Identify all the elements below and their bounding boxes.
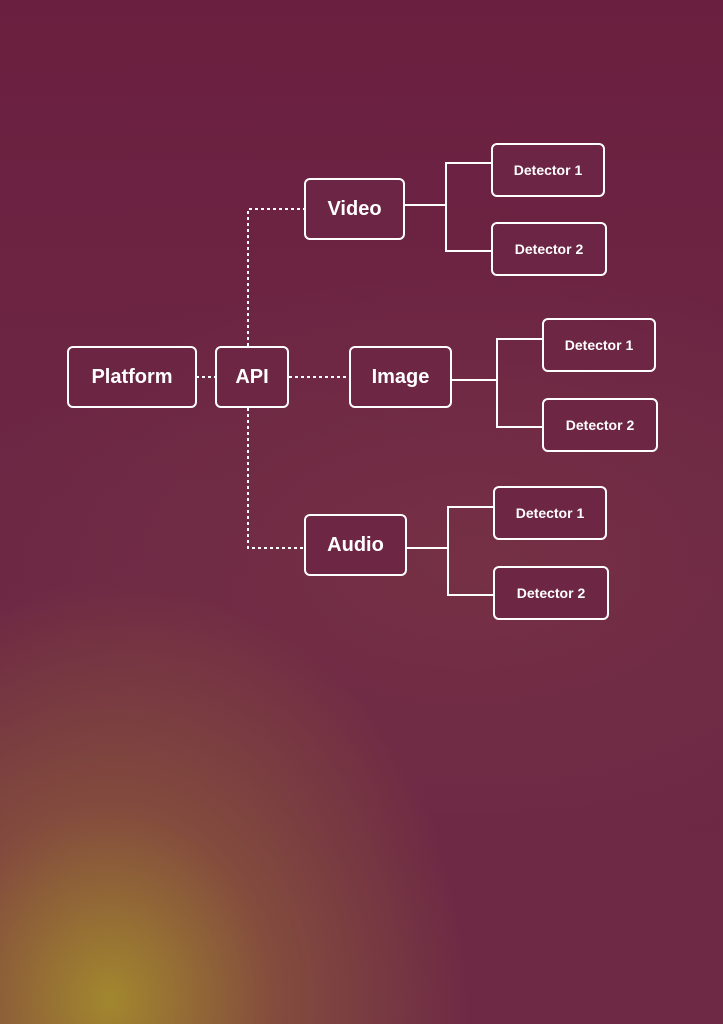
audio-detector-1-node: Detector 1	[493, 486, 607, 540]
link-api-video	[247, 208, 305, 346]
link-api-audio	[247, 408, 305, 549]
image-detector-1-node: Detector 1	[542, 318, 656, 372]
api-node: API	[215, 346, 289, 408]
link-video-detectors	[445, 162, 492, 252]
audio-detector-2-node: Detector 2	[493, 566, 609, 620]
video-detector-1-node: Detector 1	[491, 143, 605, 197]
image-detector-2-node: Detector 2	[542, 398, 658, 452]
link-image-detectors	[496, 338, 543, 428]
video-detector-2-node: Detector 2	[491, 222, 607, 276]
platform-node: Platform	[67, 346, 197, 408]
video-node: Video	[304, 178, 405, 240]
image-node: Image	[349, 346, 452, 408]
link-audio-detectors	[447, 506, 494, 596]
audio-node: Audio	[304, 514, 407, 576]
